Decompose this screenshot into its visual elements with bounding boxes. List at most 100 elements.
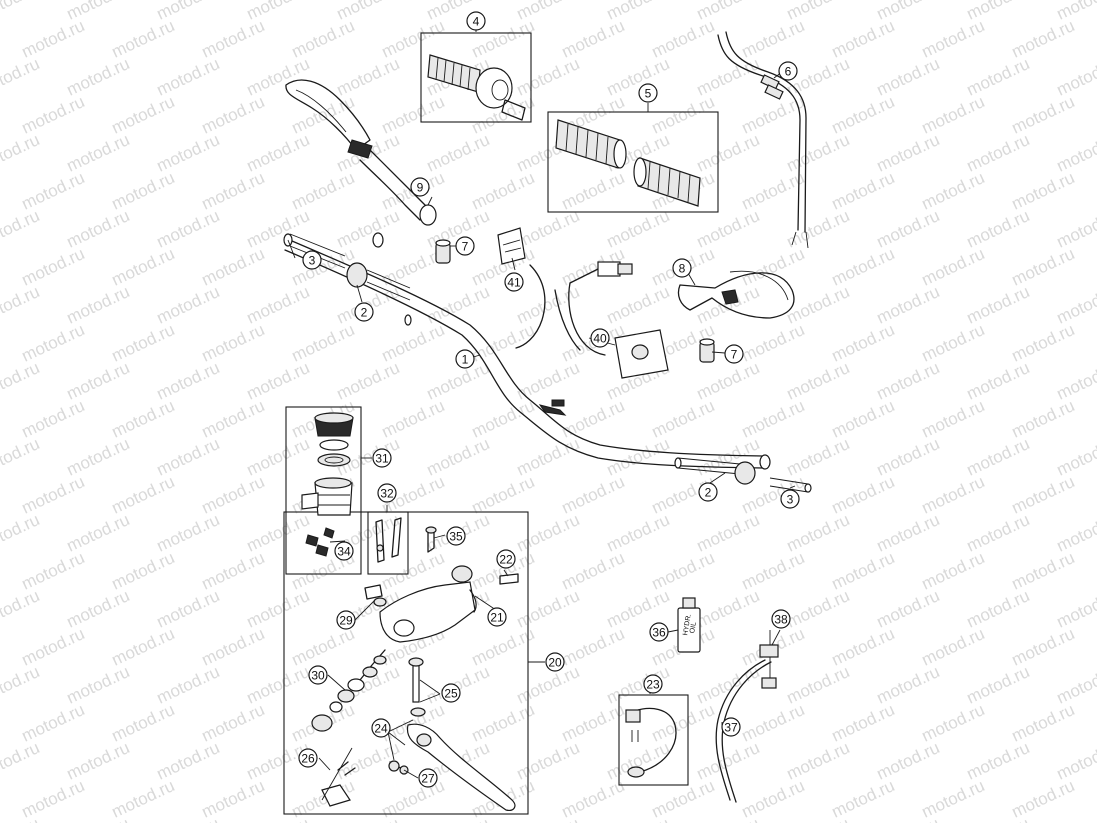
callout-layer: 1223345677892021222324252627293031323435…: [298, 11, 800, 788]
watermark-text: motod.ru: [19, 548, 88, 594]
watermark-text: motod.ru: [694, 510, 763, 556]
watermark-text: motod.ru: [559, 16, 628, 62]
callout-circle: [302, 250, 322, 270]
watermark-text: motod.ru: [1054, 282, 1097, 328]
watermark-text: motod.ru: [649, 548, 718, 594]
watermark-text: motod.ru: [784, 510, 853, 556]
watermark-text: motod.ru: [964, 206, 1033, 252]
watermark-text: motod.ru: [64, 510, 133, 556]
callout-c34: 34: [334, 541, 354, 561]
watermark-text: motod.ru: [1009, 168, 1078, 214]
watermark-text: motod.ru: [0, 662, 42, 708]
watermark-text: motod.ru: [64, 282, 133, 328]
callout-circle: [545, 652, 565, 672]
watermark-text: motod.ru: [109, 244, 178, 290]
box-grip-set: [547, 111, 719, 213]
watermark-text: motod.ru: [334, 814, 403, 823]
callout-c7a: 7: [455, 236, 475, 256]
watermark-text: motod.ru: [1054, 206, 1097, 252]
watermark-text: motod.ru: [379, 320, 448, 366]
callout-circle: [504, 272, 524, 292]
callout-circle: [354, 302, 374, 322]
watermark-text: motod.ru: [1054, 54, 1097, 100]
callout-circle: [371, 718, 391, 738]
callout-c24: 24: [371, 718, 391, 738]
watermark-text: motod.ru: [424, 130, 493, 176]
watermark-text: motod.ru: [514, 54, 583, 100]
callout-c26: 26: [298, 748, 318, 768]
watermark-text: motod.ru: [1054, 662, 1097, 708]
callout-circle: [441, 683, 461, 703]
watermark-text: motod.ru: [874, 206, 943, 252]
clutch-line-kit: [625, 707, 677, 778]
callout-circle: [721, 717, 741, 737]
bar-end-right: [674, 457, 812, 493]
watermark-text: motod.ru: [739, 320, 808, 366]
watermark-text: motod.ru: [199, 472, 268, 518]
watermark-text: motod.ru: [289, 168, 358, 214]
watermark-text: motod.ru: [154, 434, 223, 480]
watermark-text: motod.ru: [964, 510, 1033, 556]
watermark-text: motod.ru: [829, 396, 898, 442]
master-cylinder: [364, 526, 519, 643]
callout-c2a: 2: [354, 302, 374, 322]
callout-circle: [334, 541, 354, 561]
watermark-text: motod.ru: [19, 472, 88, 518]
watermark-text: motod.ru: [919, 320, 988, 366]
callout-c3a: 3: [302, 250, 322, 270]
watermark-text: motod.ru: [874, 358, 943, 404]
watermark-text: motod.ru: [1009, 700, 1078, 746]
watermark-text: motod.ru: [244, 510, 313, 556]
callout-number: 38: [774, 613, 788, 627]
callout-number: 7: [462, 240, 469, 254]
watermark-text: motod.ru: [199, 396, 268, 442]
watermark-text: motod.ru: [424, 814, 493, 823]
watermark-text: motod.ru: [244, 814, 313, 823]
watermark-text: motod.ru: [19, 700, 88, 746]
watermark-text: motod.ru: [109, 168, 178, 214]
callout-c4: 4: [466, 11, 486, 31]
box-clutch-line: [618, 694, 689, 786]
callout-circle: [780, 489, 800, 509]
callout-circle: [455, 236, 475, 256]
watermark-text: motod.ru: [469, 168, 538, 214]
callout-c6: 6: [778, 61, 798, 81]
callout-number: 30: [311, 669, 325, 683]
watermark-text: motod.ru: [919, 16, 988, 62]
callout-number: 40: [593, 332, 607, 346]
bolt-7-left: [435, 239, 451, 264]
watermark-text: motod.ru: [964, 814, 1033, 823]
watermark-text: motod.ru: [694, 54, 763, 100]
watermark-text: motod.ru: [199, 776, 268, 822]
watermark-text: motod.ru: [604, 510, 673, 556]
callout-c29: 29: [336, 610, 356, 630]
callout-c31: 31: [372, 448, 392, 468]
watermark-text: motod.ru: [964, 358, 1033, 404]
watermark-text: motod.ru: [0, 586, 42, 632]
callout-c36: 36: [649, 622, 669, 642]
watermark-text: motod.ru: [154, 54, 223, 100]
bar-clamp: [321, 747, 356, 807]
watermark-text: motod.ru: [964, 54, 1033, 100]
callout-c20: 20: [545, 652, 565, 672]
watermark-text: motod.ru: [874, 662, 943, 708]
watermark-text: motod.ru: [514, 738, 583, 784]
callout-number: 5: [645, 87, 652, 101]
watermark-text: motod.ru: [469, 472, 538, 518]
bar-end-left: [283, 232, 412, 326]
watermark-text: motod.ru: [0, 54, 42, 100]
watermark-text: motod.ru: [1009, 472, 1078, 518]
watermark-text: motod.ru: [739, 16, 808, 62]
watermark-text: motod.ru: [559, 776, 628, 822]
watermark-text: motod.ru: [109, 548, 178, 594]
watermark-text: motod.ru: [1009, 320, 1078, 366]
watermark-text: motod.ru: [874, 434, 943, 480]
watermark-text: motod.ru: [739, 244, 808, 290]
callout-circle: [446, 526, 466, 546]
watermark-text: motod.ru: [964, 662, 1033, 708]
watermark-text: motod.ru: [514, 358, 583, 404]
watermark-text: motod.ru: [109, 624, 178, 670]
watermark-text: motod.ru: [784, 738, 853, 784]
callout-c22: 22: [496, 549, 516, 569]
watermark-text: motod.ru: [919, 472, 988, 518]
